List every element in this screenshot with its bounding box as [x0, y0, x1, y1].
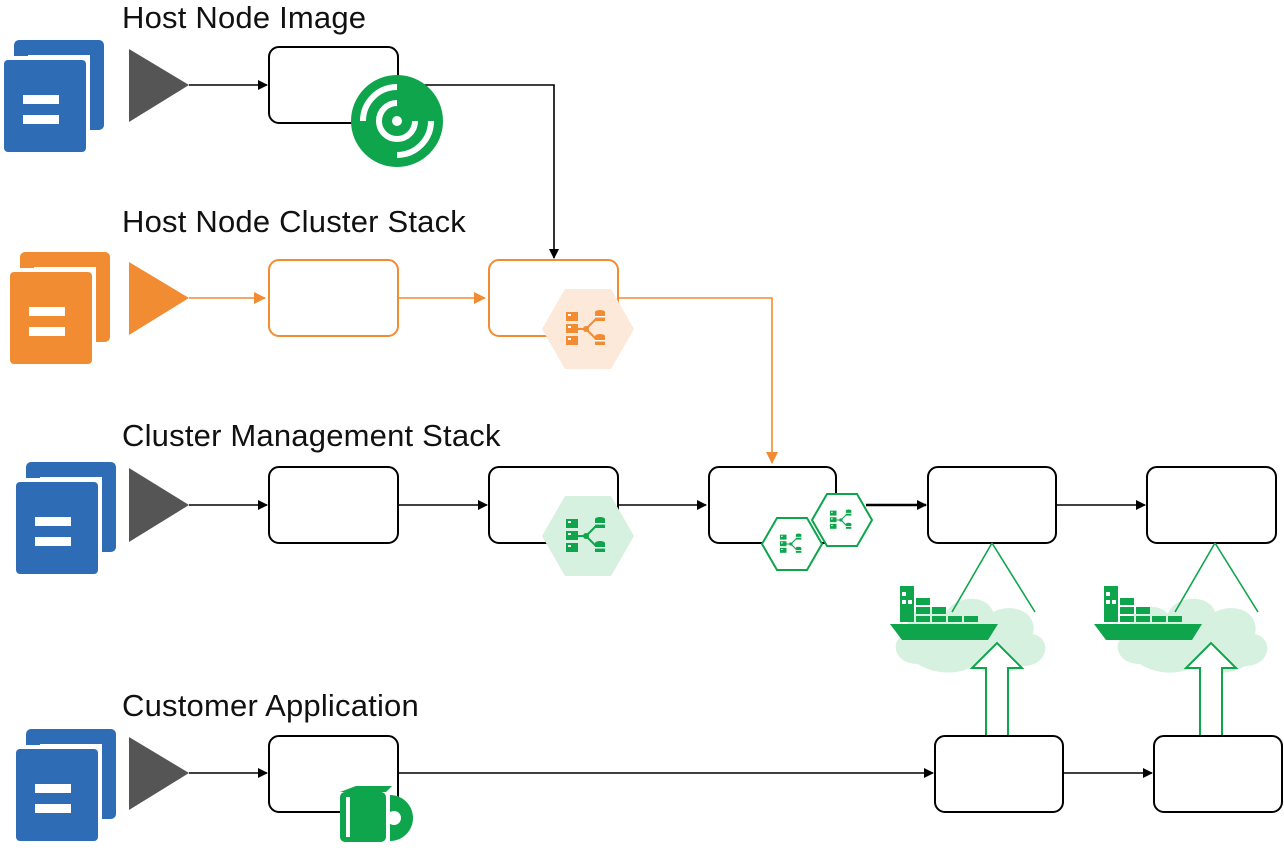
- lane-title-cluster-management-stack: Cluster Management Stack: [122, 418, 501, 453]
- play-triangle-icon: [129, 49, 189, 122]
- lane-host-node-cluster-stack: [6, 252, 778, 464]
- up-arrow-icon: [969, 641, 1025, 736]
- stage-box[interactable]: [927, 466, 1057, 544]
- play-triangle-icon: [129, 262, 189, 335]
- deployment-target-1: [890, 542, 1046, 736]
- disc-icon: [351, 75, 443, 167]
- flow-arrow-to-cluster-stack: [398, 84, 559, 259]
- book-disc-icon: [340, 786, 413, 842]
- document-stack-icon: [12, 729, 116, 845]
- connector-lines: [951, 542, 1036, 613]
- cluster-hexagon-icon: [542, 496, 634, 576]
- connector-lines: [1174, 542, 1259, 613]
- document-stack-icon: [6, 252, 110, 368]
- stage-box[interactable]: [1153, 735, 1283, 813]
- up-arrow-icon: [1183, 641, 1239, 736]
- play-triangle-icon: [129, 737, 189, 810]
- cluster-hexagon-icon: [760, 517, 824, 571]
- play-triangle-icon: [129, 468, 189, 542]
- lane-cluster-management-stack: [12, 462, 1277, 578]
- lane-title-customer-application: Customer Application: [122, 688, 419, 723]
- document-stack-icon: [12, 462, 116, 578]
- flow-arrow-to-management-stack: [618, 297, 778, 464]
- lane-title-host-node-cluster-stack: Host Node Cluster Stack: [122, 204, 467, 239]
- stage-box[interactable]: [268, 259, 399, 337]
- stage-box[interactable]: [268, 466, 399, 544]
- document-stack-icon: [0, 40, 104, 156]
- lane-host-node-image: [0, 40, 559, 259]
- stage-box[interactable]: [934, 735, 1064, 813]
- deployment-target-2: [1094, 542, 1268, 736]
- stage-box[interactable]: [1146, 466, 1277, 544]
- lane-customer-application: [12, 729, 1283, 845]
- lane-title-host-node-image: Host Node Image: [122, 0, 367, 35]
- cluster-hexagon-icon: [542, 289, 634, 369]
- cluster-hexagon-icon: [810, 493, 874, 547]
